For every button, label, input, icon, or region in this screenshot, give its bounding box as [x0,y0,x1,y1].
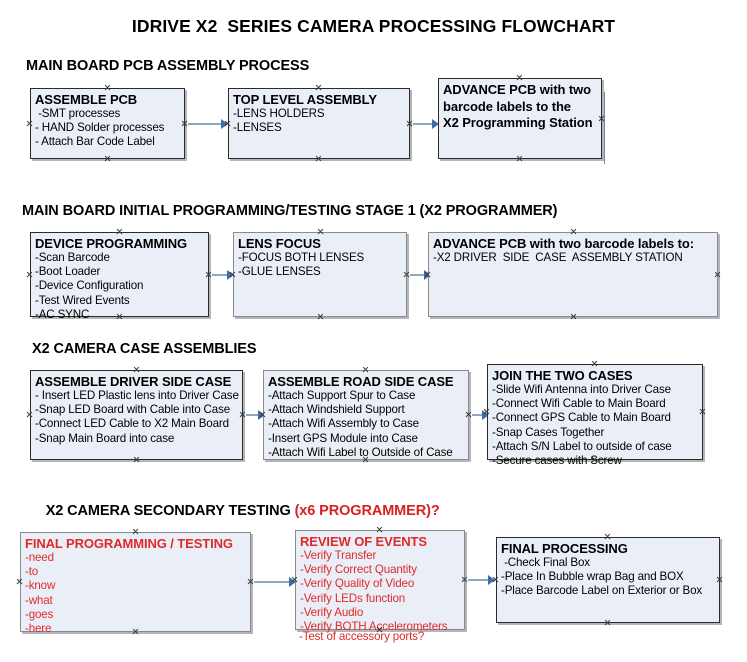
box-line: -Connect Wifi Cable to Main Board [492,397,666,411]
box-line: -Secure cases with Screw [492,454,622,468]
box-final-processing[interactable]: FINAL PROCESSING -Check Final Box -Place… [496,537,720,623]
box-title: ADVANCE PCB with two barcode labels to: [433,236,694,251]
box-line: -know [25,579,56,593]
box-line: -X2 DRIVER SIDE CASE ASSEMBLY STATION [433,251,683,264]
box-title: LENS FOCUS [238,236,321,251]
connector-line [410,274,428,276]
box-line: -Scan Barcode [35,251,110,264]
box-line: -LENSES [233,121,282,135]
section-header-main-board-pcb-assembly: MAIN BOARD PCB ASSEMBLY PROCESS [26,58,310,74]
box-title: REVIEW OF EVENTS [300,534,427,549]
page-title: IDRIVE X2 SERIES CAMERA PROCESSING FLOWC… [131,16,616,36]
box-line: -Snap LED Board with Cable into Case [35,403,231,417]
connector-arrowhead [221,119,228,129]
connector-line [188,123,223,125]
connector-line [254,581,294,583]
box-line: -need [25,551,54,564]
connector-arrowhead [227,270,234,280]
connector-line [604,92,606,164]
box-line: -Verify LEDs function [300,591,406,605]
box-advance-pcb-driver-side[interactable]: ADVANCE PCB with two barcode labels to: … [428,232,718,317]
box-line: -Verify Quality of Video [300,577,415,591]
box-title: FINAL PROCESSING [501,541,628,556]
box-line: -FOCUS BOTH LENSES [238,251,365,264]
box-title: ASSEMBLE PCB [35,92,138,107]
box-line: -to [25,565,39,579]
box-assemble-road-side-case[interactable]: ASSEMBLE ROAD SIDE CASE -Attach Support … [263,370,469,460]
box-overflow-line: -Test of accessory ports? [299,630,425,643]
box-title: JOIN THE TWO CASES [492,368,633,383]
box-line: - Insert LED Plastic lens into Driver Ca… [35,389,239,402]
box-line: -Verify Correct Quantity [300,563,417,577]
connector-arrowhead [488,575,495,585]
box-title: TOP LEVEL ASSEMBLY [233,92,377,107]
box-line: -what [25,593,53,607]
box-line: -Snap Main Board into case [35,431,175,445]
box-title: DEVICE PROGRAMMING [35,236,188,251]
box-line: -Check Final Box [501,556,590,569]
box-line: -Connect GPS Cable to Main Board [492,411,671,425]
box-device-programming[interactable]: DEVICE PROGRAMMING -Scan Barcode -Boot L… [30,232,209,321]
connector-line [413,123,435,125]
box-title: FINAL PROGRAMMING / TESTING [25,536,233,551]
section-header-red-text: (x6 PROGRAMMER)? [294,503,440,519]
box-line: -GLUE LENSES [238,265,321,279]
box-title: ASSEMBLE DRIVER SIDE CASE [35,374,232,389]
box-join-the-two-cases[interactable]: JOIN THE TWO CASES -Slide Wifi Antenna i… [487,364,703,467]
box-assemble-pcb[interactable]: ASSEMBLE PCB -SMT processes - HAND Solde… [30,88,185,159]
box-line: -Place Barcode Label on Exterior or Box [501,584,703,598]
box-line: -Device Configuration [35,279,144,293]
box-line: -Attach S/N Label to outside of case [492,439,672,453]
section-header-x2-camera-case-assemblies: X2 CAMERA CASE ASSEMBLIES [32,341,257,357]
section-header-x2-camera-secondary-testing: X2 CAMERA SECONDARY TESTING (x6 PROGRAMM… [30,487,440,535]
connector-line [472,414,486,416]
box-line: -Attach Wifi Assembly to Case [268,417,419,431]
box-assemble-driver-side-case[interactable]: ASSEMBLE DRIVER SIDE CASE - Insert LED P… [30,370,243,460]
box-line: - HAND Solder processes [35,121,165,135]
box-line: -Verify Audio [300,605,364,619]
box-advance-pcb-x2-station[interactable]: ADVANCE PCB with two barcode labels to t… [438,78,602,159]
connector-arrowhead [424,270,431,280]
section-header-text: X2 CAMERA SECONDARY TESTING [45,503,295,519]
box-line: -Place In Bubble wrap Bag and BOX [501,570,684,584]
connector-line [212,274,230,276]
connector-arrowhead [258,410,265,420]
box-line: -goes [25,607,54,621]
box-lens-focus[interactable]: LENS FOCUS -FOCUS BOTH LENSES -GLUE LENS… [233,232,407,317]
box-final-programming-testing[interactable]: FINAL PROGRAMMING / TESTING -need -to -k… [20,532,251,635]
box-line: - Attach Bar Code Label [35,135,155,149]
box-review-of-events[interactable]: REVIEW OF EVENTS -Verify Transfer -Verif… [295,530,465,633]
box-line: -SMT processes [35,107,121,120]
box-line: -AC SYNC [35,307,90,321]
connector-line [246,414,262,416]
box-title: ASSEMBLE ROAD SIDE CASE [268,374,454,389]
box-line: -Insert GPS Module into Case [268,431,418,445]
box-line: -Verify Transfer [300,549,377,562]
box-line: -Attach Support Spur to Case [268,389,416,402]
box-line: -Connect LED Cable to X2 Main Board [35,417,229,431]
connector-line [468,579,492,581]
box-line: -Boot Loader [35,265,101,279]
box-line: -Attach Windshield Support [268,403,405,417]
box-line: -Verify BOTH Accelerometers [300,620,448,634]
box-title: ADVANCE PCB with two barcode labels to t… [443,82,593,130]
connector-arrowhead [289,577,296,587]
connector-arrowhead [432,119,439,129]
box-line: -Test Wired Events [35,293,130,307]
box-top-level-assembly[interactable]: TOP LEVEL ASSEMBLY -LENS HOLDERS -LENSES [228,88,410,159]
box-line: -Slide Wifi Antenna into Driver Case [492,383,671,396]
box-line: -LENS HOLDERS [233,107,325,120]
box-line: -Snap Cases Together [492,425,605,439]
section-header-main-board-initial-programming: MAIN BOARD INITIAL PROGRAMMING/TESTING S… [22,203,558,219]
box-line: -here [25,622,52,636]
connector-arrowhead [482,410,489,420]
box-line: -Attach Wifi Label to Outside of Case [268,445,453,459]
